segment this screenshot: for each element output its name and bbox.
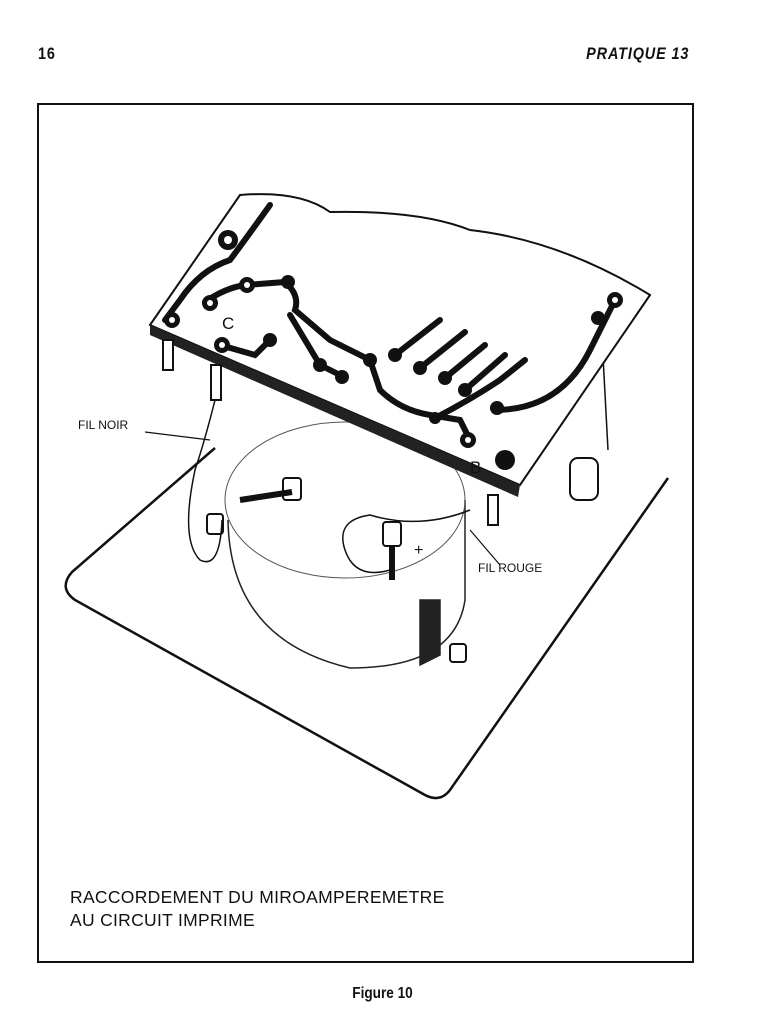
label-plus: +: [414, 542, 423, 559]
label-fil-rouge: FIL ROUGE: [478, 561, 542, 575]
label-c: C: [222, 314, 234, 333]
figure-label: Figure 10: [352, 985, 413, 1002]
label-fil-noir: FIL NOIR: [78, 418, 129, 432]
meter-terminals: [206, 457, 599, 663]
page-number: 16: [38, 44, 56, 63]
caption-line-2: AU CIRCUIT IMPRIME: [70, 910, 255, 930]
meter-body: [224, 421, 466, 669]
label-b: B: [470, 458, 481, 477]
leader-lines: [144, 431, 501, 566]
pcb-board: [148, 193, 652, 526]
caption-line-1: RACCORDEMENT DU MIROAMPEREMETRE: [70, 887, 445, 907]
figure-frame: [37, 103, 694, 963]
running-title: PRATIQUE 13: [585, 44, 689, 63]
base-plate: [64, 447, 670, 800]
